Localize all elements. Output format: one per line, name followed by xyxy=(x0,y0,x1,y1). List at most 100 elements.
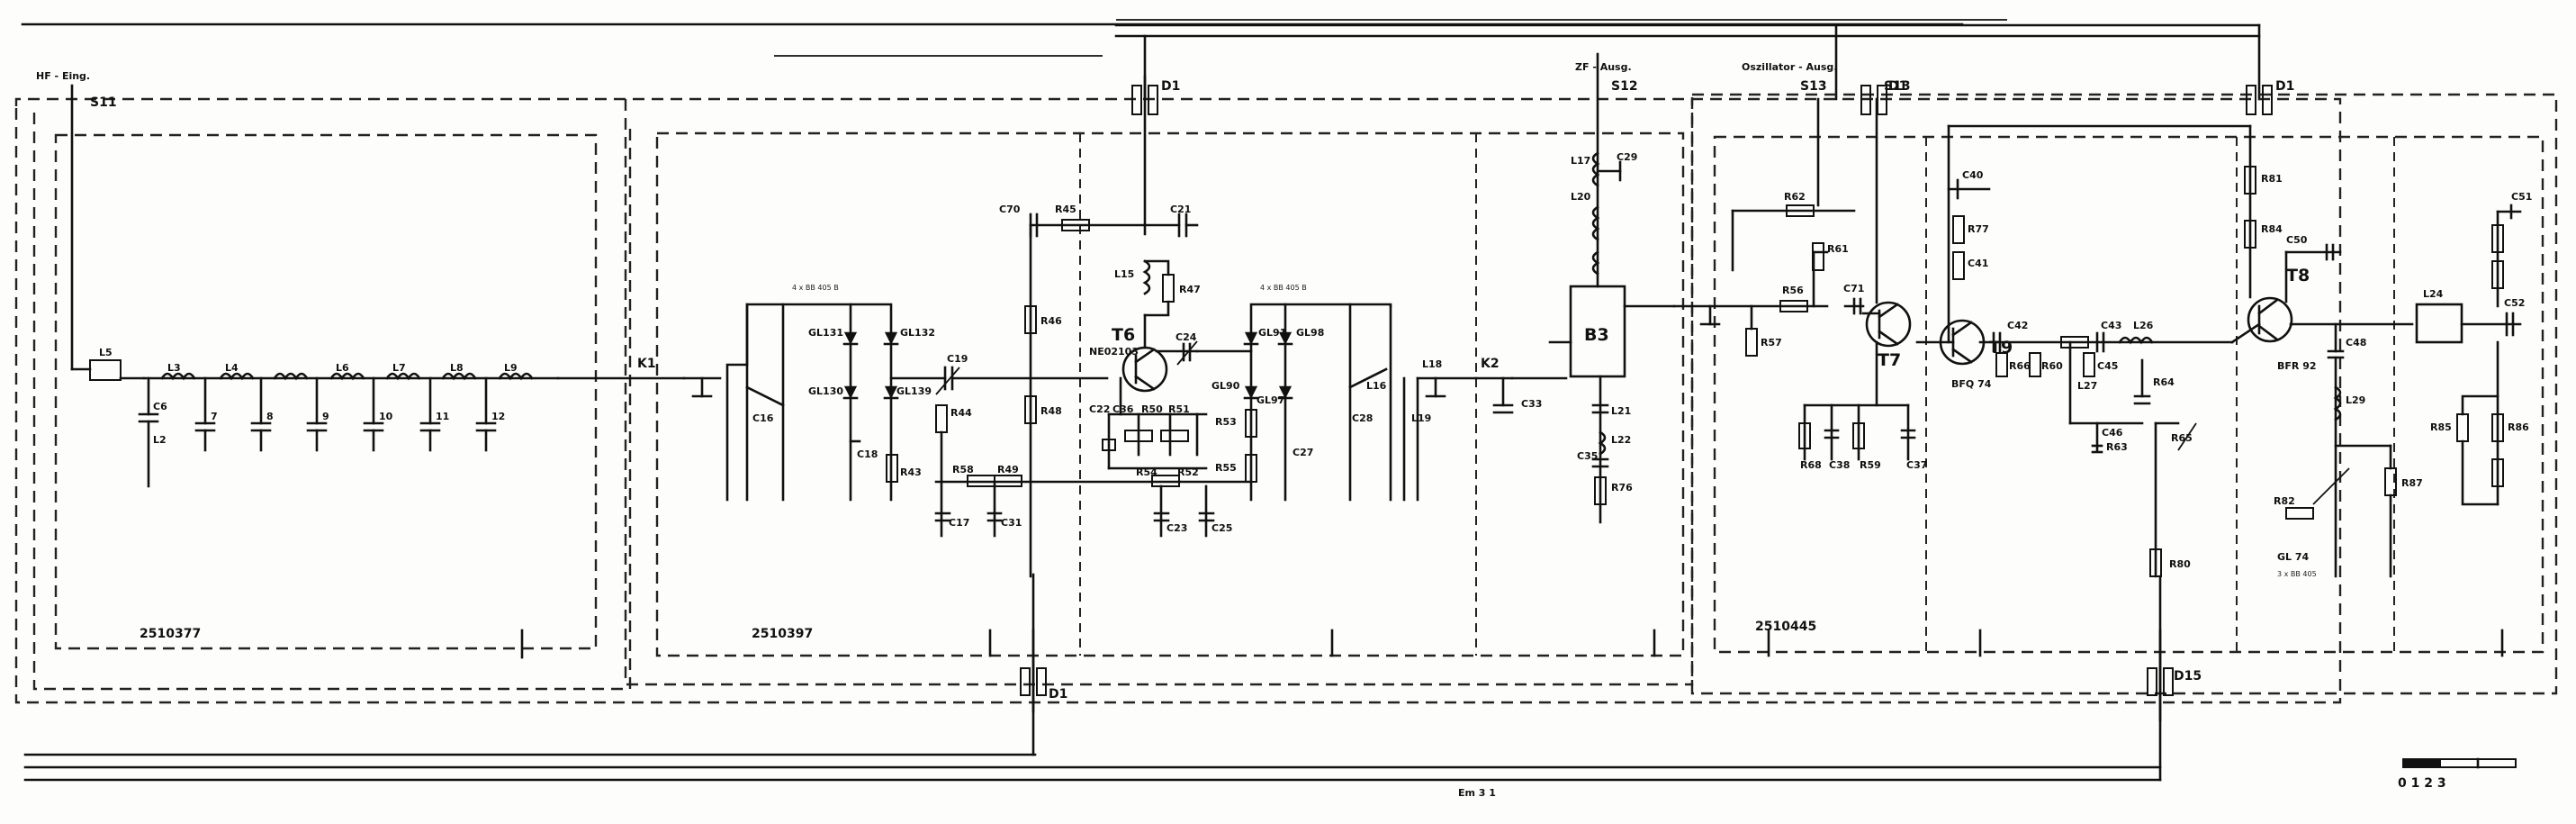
gl97-label: GL97 xyxy=(1256,394,1284,406)
r45-label: R45 xyxy=(1055,204,1076,215)
module-3-id: 2510445 xyxy=(1755,620,1816,634)
c46-label: C46 xyxy=(2102,427,2123,439)
gl130-label: GL130 xyxy=(808,385,843,397)
c70-label: C70 xyxy=(999,204,1021,215)
feedthrough-d5 xyxy=(2147,629,2174,722)
scale-bar: 0 1 2 3 xyxy=(2398,757,2517,791)
bottom-rails xyxy=(23,573,2162,782)
r49-label: R49 xyxy=(997,464,1019,475)
stage1-ladder-filter xyxy=(70,84,686,659)
c10-label: 10 xyxy=(379,411,393,422)
r65-label: R65 xyxy=(2171,432,2193,444)
hf-input-label: HF - Eing. xyxy=(36,70,90,82)
t9-type: BFQ 74 xyxy=(1951,378,1992,390)
bottom-tag: Em 3 1 xyxy=(1458,787,1496,799)
l26-label: L26 xyxy=(2133,320,2154,331)
gl90-label: GL90 xyxy=(1211,380,1240,392)
l5-label: L5 xyxy=(99,347,113,358)
t8-label: T8 xyxy=(2286,266,2310,285)
r59-label: R59 xyxy=(1860,459,1881,471)
d1-label: D1 xyxy=(1161,79,1180,94)
c22-label: C22 xyxy=(1089,403,1110,415)
stage2-mixer xyxy=(682,213,1478,657)
gl98-label: GL98 xyxy=(1296,327,1324,339)
t7-label: T7 xyxy=(1878,350,1901,370)
c52-label: C52 xyxy=(2504,297,2525,309)
varactor-tag-right: 4 x BB 405 B xyxy=(1260,284,1307,292)
c16-label: C16 xyxy=(752,412,774,424)
gl139-label: GL139 xyxy=(896,385,932,397)
l21-label: L21 xyxy=(1611,405,1631,417)
c24-label: C24 xyxy=(1175,331,1197,343)
d2-label: D1 xyxy=(1888,79,1907,94)
l27-label: L27 xyxy=(2077,380,2097,392)
c17-label: C17 xyxy=(949,517,969,529)
c45-label: C45 xyxy=(2097,360,2118,372)
r57-label: R57 xyxy=(1761,337,1782,349)
feedthrough-d3 xyxy=(2246,85,2273,115)
c9-label: 9 xyxy=(322,411,329,422)
d4-label: D1 xyxy=(1049,687,1067,702)
r56-label: R56 xyxy=(1782,285,1804,296)
r53-label: R53 xyxy=(1215,416,1237,428)
c36-label: C36 xyxy=(1112,403,1134,415)
l7-label: L7 xyxy=(392,362,406,374)
c37-label: C37 xyxy=(1906,459,1927,471)
r60-label: R60 xyxy=(2041,360,2063,372)
c40-label: C40 xyxy=(1962,169,1984,181)
b3-label: B3 xyxy=(1584,325,1609,345)
c29-label: C29 xyxy=(1617,151,1637,163)
feedthrough-d1 xyxy=(1131,75,1158,236)
gl131-label: GL131 xyxy=(808,327,843,339)
l17-label: L17 xyxy=(1571,155,1590,167)
c42-label: C42 xyxy=(2007,320,2028,331)
r51-label: R51 xyxy=(1168,403,1190,415)
labels: HF - Eing. S11 ZF - Ausg. S12 Oszillator… xyxy=(36,61,2532,702)
gl74-type: 3 x BB 405 xyxy=(2277,570,2317,578)
t6-type: NE02103 xyxy=(1089,346,1139,358)
l3-label: L3 xyxy=(167,362,181,374)
r54-label: R54 xyxy=(1136,466,1157,478)
s13-caption: Oszillator - Ausg. xyxy=(1742,61,1837,73)
c11-label: 11 xyxy=(436,411,449,422)
supply-bus-lines xyxy=(21,19,2261,101)
s12-caption: ZF - Ausg. xyxy=(1575,61,1632,73)
c12-label: 12 xyxy=(491,411,505,422)
r43-label: R43 xyxy=(900,466,922,478)
t8-type: BFR 92 xyxy=(2277,360,2317,372)
r66-label: R66 xyxy=(2009,360,2031,372)
c7-label: 7 xyxy=(211,411,218,422)
r76-label: R76 xyxy=(1611,482,1633,493)
l22-label: L22 xyxy=(1611,434,1631,446)
c38-label: C38 xyxy=(1829,459,1850,471)
r52-label: R52 xyxy=(1177,466,1199,478)
c28-label: C28 xyxy=(1352,412,1373,424)
c27-label: C27 xyxy=(1293,447,1313,458)
c48-label: C48 xyxy=(2346,337,2366,349)
c71-label: C71 xyxy=(1843,283,1864,294)
d5-label: D15 xyxy=(2174,669,2202,684)
l16-label: L16 xyxy=(1366,380,1387,392)
r80-label: R80 xyxy=(2169,558,2191,570)
varactor-tag-left: 4 x BB 405 B xyxy=(792,284,839,292)
c23-label: C23 xyxy=(1166,522,1187,534)
stage4-oscillator xyxy=(1672,97,2522,657)
r47-label: R47 xyxy=(1179,284,1201,295)
gl132-label: GL132 xyxy=(900,327,935,339)
l9-label: L9 xyxy=(504,362,518,374)
c18-label: C18 xyxy=(857,448,878,460)
scale-numbers: 0 1 2 3 xyxy=(2398,776,2446,791)
r46-label: R46 xyxy=(1040,315,1062,327)
l18-label: L18 xyxy=(1422,358,1442,370)
c51-label: C51 xyxy=(2511,191,2532,203)
r68-label: R68 xyxy=(1800,459,1822,471)
c8-label: 8 xyxy=(266,411,274,422)
k2-label: K2 xyxy=(1481,357,1500,371)
r62-label: R62 xyxy=(1784,191,1806,203)
c31-label: C31 xyxy=(1001,517,1022,529)
c33-label: C33 xyxy=(1521,398,1542,410)
s12-label: S12 xyxy=(1611,79,1638,94)
r44-label: R44 xyxy=(950,407,972,419)
